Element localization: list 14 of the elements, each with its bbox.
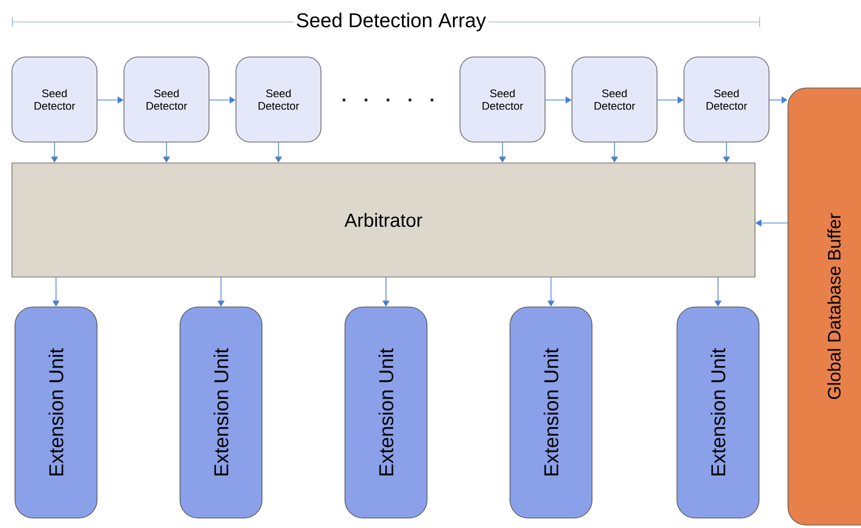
detector-box: Seed Detector	[124, 56, 210, 142]
unit-box: Extension Unit	[180, 306, 262, 518]
detector-box: Seed Detector	[236, 56, 322, 142]
arbitrator-box: Arbitrator	[12, 162, 756, 278]
title: Seed Detection Array	[294, 9, 488, 35]
detector-box: Seed Detector	[684, 56, 770, 142]
unit-box: Extension Unit	[14, 306, 98, 518]
unit-box: Extension Unit	[344, 306, 428, 518]
unit-box: Extension Unit	[510, 306, 592, 518]
buffer-bar: Global Database Buffer	[788, 88, 861, 526]
detector-box: Seed Detector	[12, 56, 98, 142]
unit-box: Extension Unit	[676, 306, 760, 518]
detector-box: Seed Detector	[460, 56, 546, 142]
detector-box: Seed Detector	[572, 56, 658, 142]
